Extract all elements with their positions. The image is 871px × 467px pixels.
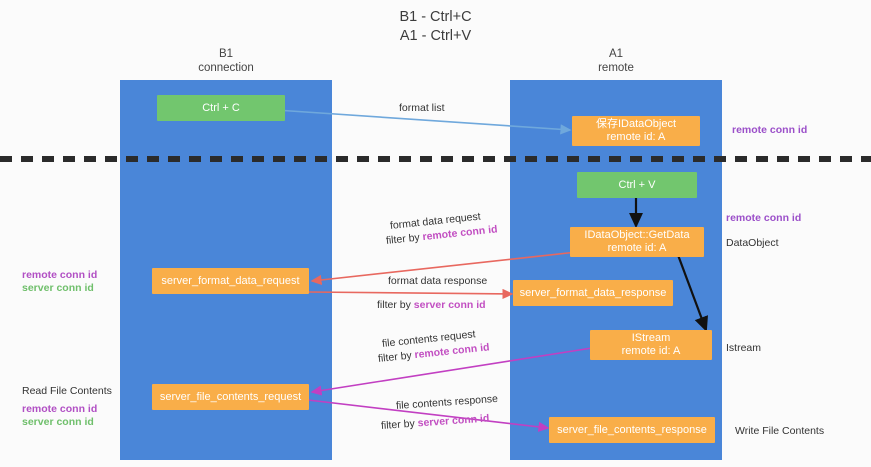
node-idataobject-save[interactable]: 保存IDataObject remote id: A <box>572 116 700 146</box>
annotation-left-mid-remote-conn-id: remote conn id <box>22 269 98 281</box>
node-server-file-contents-response[interactable]: server_file_contents_response <box>549 417 715 443</box>
edge-label-format-data-response-text: format data response <box>388 275 488 287</box>
annotation-read-file-contents: Read File Contents <box>22 385 112 397</box>
node-ctrl-c-label: Ctrl + C <box>202 101 240 114</box>
title-line-1: B1 - Ctrl+C <box>399 9 472 25</box>
node-idataobject-getdata[interactable]: IDataObject::GetData remote id: A <box>570 227 704 257</box>
filter-key-server-conn-id: server conn id <box>417 412 490 430</box>
filter-prefix: filter by <box>385 231 424 247</box>
edge-label-format-data-response-filter: filter by server conn id <box>377 299 486 311</box>
annotation-left-low-remote-conn-id: remote conn id <box>22 403 98 415</box>
filter-prefix: filter by <box>377 349 416 365</box>
edge-label-file-contents-response-text: file contents response <box>395 392 499 412</box>
node-server-format-data-request[interactable]: server_format_data_request <box>152 268 309 294</box>
node-server-file-contents-request[interactable]: server_file_contents_request <box>152 384 309 410</box>
node-getdata-line1: IDataObject::GetData <box>584 229 690 241</box>
node-idataobject-save-line2: remote id: A <box>606 131 666 143</box>
node-server-format-data-response-label: server_format_data_response <box>519 286 667 299</box>
annotation-write-file-contents: Write File Contents <box>735 425 825 437</box>
edge-label-format-list: format list <box>399 102 445 114</box>
node-server-file-contents-request-label: server_file_contents_request <box>159 390 302 403</box>
node-ctrl-v-label: Ctrl + V <box>618 178 656 191</box>
node-istream-line2: remote id: A <box>621 345 681 357</box>
annotation-right-top-remote-conn-id: remote conn id <box>732 124 808 136</box>
edge-label-format-data-response: format data response <box>388 275 487 287</box>
annotation-dataobject: DataObject <box>726 237 779 249</box>
phase-separator-dashed-line <box>0 156 871 162</box>
node-server-format-data-request-label: server_format_data_request <box>161 274 300 287</box>
annotation-right-mid-remote-conn-id: remote conn id <box>726 212 802 224</box>
node-idataobject-save-line1: 保存IDataObject <box>595 118 677 130</box>
node-getdata-line2: remote id: A <box>607 242 667 254</box>
column-header-b1-name: B1 <box>218 48 234 60</box>
filter-prefix: filter by <box>377 299 414 311</box>
node-istream-line1: IStream <box>631 332 671 344</box>
node-server-file-contents-response-label: server_file_contents_response <box>557 423 707 436</box>
title-line-2: A1 - Ctrl+V <box>399 28 472 44</box>
edge-label-format-list-text: format list <box>399 102 445 114</box>
node-ctrl-v[interactable]: Ctrl + V <box>577 172 697 198</box>
column-header-a1-name: A1 <box>608 48 624 60</box>
column-header-a1-sub: remote <box>598 62 634 74</box>
node-server-format-data-response[interactable]: server_format_data_response <box>513 280 673 306</box>
column-header-b1-sub: connection <box>198 62 254 74</box>
edge-format-data-response <box>307 288 514 300</box>
edge-label-file-contents-response: file contents response <box>396 393 499 412</box>
annotation-istream: Istream <box>726 342 762 354</box>
filter-prefix: filter by <box>380 417 419 432</box>
node-istream[interactable]: IStream remote id: A <box>590 330 712 360</box>
annotation-left-low-server-conn-id: server conn id <box>22 416 94 428</box>
node-ctrl-c[interactable]: Ctrl + C <box>157 95 285 121</box>
annotation-left-mid-server-conn-id: server conn id <box>22 282 94 294</box>
filter-key-server-conn-id: server conn id <box>413 299 486 311</box>
column-header-b1: B1 connection <box>120 47 332 75</box>
diagram-title: B1 - Ctrl+C A1 - Ctrl+V <box>0 8 871 46</box>
column-header-a1: A1 remote <box>510 47 722 75</box>
edge-label-file-contents-response-filter: filter by server conn id <box>381 412 490 432</box>
